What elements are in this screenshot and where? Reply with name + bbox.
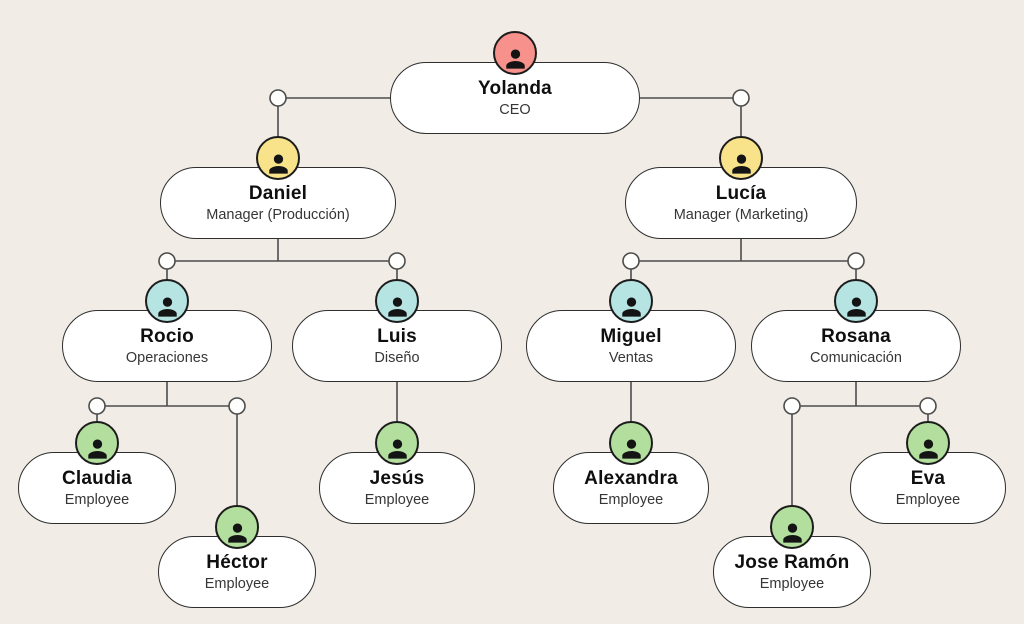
org-node-lucia[interactable]: Lucía Manager (Marketing) (625, 136, 857, 239)
person-avatar-icon (770, 505, 814, 549)
node-name: Miguel (600, 326, 662, 348)
junction-dot (732, 89, 750, 107)
node-name: Alexandra (584, 468, 678, 490)
person-avatar-icon (906, 421, 950, 465)
junction-dot (919, 397, 937, 415)
org-node-jesus[interactable]: Jesús Employee (319, 421, 475, 524)
node-role: Comunicación (810, 350, 902, 367)
org-node-daniel[interactable]: Daniel Manager (Producción) (160, 136, 396, 239)
node-role: Employee (598, 492, 664, 509)
junction-dot (228, 397, 246, 415)
node-role: Employee (364, 492, 430, 509)
person-avatar-icon (834, 279, 878, 323)
node-role: Employee (204, 576, 270, 593)
node-role: Diseño (374, 350, 420, 367)
org-node-hector[interactable]: Héctor Employee (158, 505, 316, 608)
junction-dot (269, 89, 287, 107)
person-avatar-icon (609, 421, 653, 465)
org-node-luis[interactable]: Luis Diseño (292, 279, 502, 382)
person-avatar-icon (145, 279, 189, 323)
node-name: Jose Ramón (734, 552, 850, 574)
person-avatar-icon (375, 421, 419, 465)
org-node-claudia[interactable]: Claudia Employee (18, 421, 176, 524)
node-name: Luis (377, 326, 417, 348)
node-name: Eva (910, 468, 946, 490)
person-avatar-icon (215, 505, 259, 549)
node-name: Rocio (140, 326, 194, 348)
person-avatar-icon (719, 136, 763, 180)
person-avatar-icon (75, 421, 119, 465)
node-name: Yolanda (478, 78, 552, 100)
junction-dot (88, 397, 106, 415)
node-name: Jesús (369, 468, 425, 490)
node-name: Rosana (821, 326, 891, 348)
junction-dot (388, 252, 406, 270)
node-role: Manager (Producción) (206, 207, 350, 224)
org-node-miguel[interactable]: Miguel Ventas (526, 279, 736, 382)
person-avatar-icon (375, 279, 419, 323)
node-role: Employee (64, 492, 130, 509)
org-node-alexandra[interactable]: Alexandra Employee (553, 421, 709, 524)
junction-dot (847, 252, 865, 270)
junction-dot (158, 252, 176, 270)
node-name: Claudia (61, 468, 133, 490)
org-node-rocio[interactable]: Rocio Operaciones (62, 279, 272, 382)
junction-dot (622, 252, 640, 270)
node-role: CEO (499, 102, 531, 119)
person-avatar-icon (256, 136, 300, 180)
node-role: Manager (Marketing) (673, 207, 809, 224)
node-role: Employee (759, 576, 825, 593)
node-name: Daniel (248, 183, 308, 205)
junction-dot (783, 397, 801, 415)
org-node-rosana[interactable]: Rosana Comunicación (751, 279, 961, 382)
node-role: Ventas (608, 350, 654, 367)
node-role: Operaciones (125, 350, 209, 367)
node-name: Héctor (206, 552, 268, 574)
org-node-yolanda[interactable]: Yolanda CEO (390, 31, 640, 134)
node-name: Lucía (715, 183, 767, 205)
person-avatar-icon (493, 31, 537, 75)
org-node-jose-ramon[interactable]: Jose Ramón Employee (713, 505, 871, 608)
person-avatar-icon (609, 279, 653, 323)
node-role: Employee (895, 492, 961, 509)
org-node-eva[interactable]: Eva Employee (850, 421, 1006, 524)
